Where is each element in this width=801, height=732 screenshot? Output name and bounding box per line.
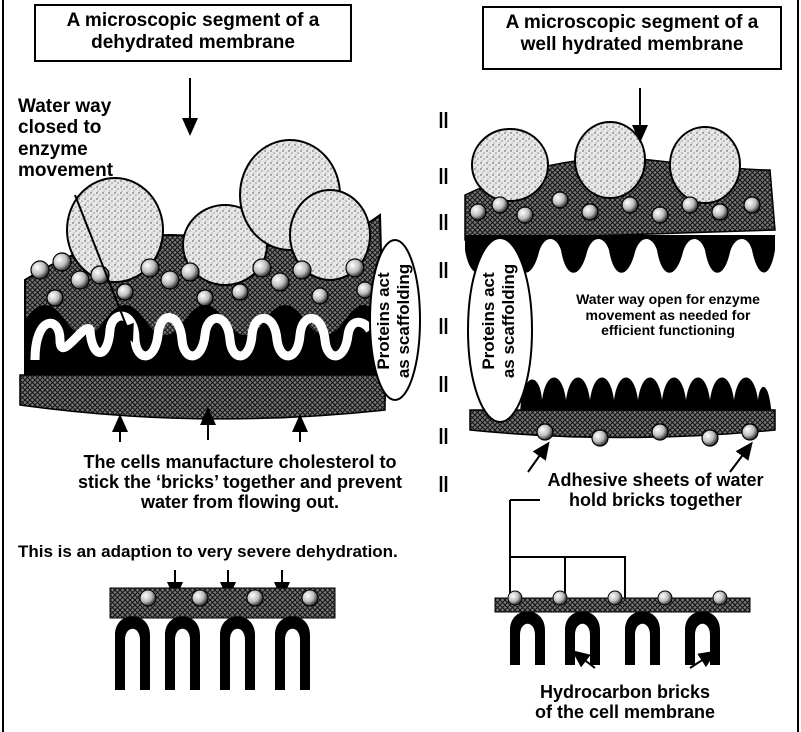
- bricks-label: Hydrocarbon bricks of the cell membrane: [510, 682, 740, 722]
- bottom-left-membrane: [110, 588, 335, 690]
- right-scaffold-label: Proteins act as scaffolding: [479, 256, 521, 386]
- adhesive-label: Adhesive sheets of water hold bricks tog…: [528, 470, 783, 510]
- right-title-line1: A microscopic segment of a: [484, 12, 780, 34]
- left-title-box: A microscopic segment of a dehydrated me…: [34, 4, 352, 62]
- left-title-line1: A microscopic segment of a: [36, 10, 350, 32]
- bottom-right-membrane: [495, 591, 750, 665]
- left-title-line2: dehydrated membrane: [36, 32, 350, 54]
- right-waterway-label: Water way open for enzyme movement as ne…: [548, 292, 788, 339]
- left-scaffold-label: Proteins act as scaffolding: [374, 256, 416, 386]
- left-waterway-label: Water way closed to enzyme movement: [18, 96, 113, 181]
- left-membrane: [20, 140, 420, 419]
- adaption-caption: This is an adaption to very severe dehyd…: [18, 542, 398, 561]
- cholesterol-caption: The cells manufacture cholesterol to sti…: [40, 452, 440, 512]
- right-title-box: A microscopic segment of a well hydrated…: [482, 6, 782, 70]
- right-title-line2: well hydrated membrane: [484, 34, 780, 56]
- adhesive-bracket: [510, 500, 625, 600]
- divider-marks: [441, 112, 446, 492]
